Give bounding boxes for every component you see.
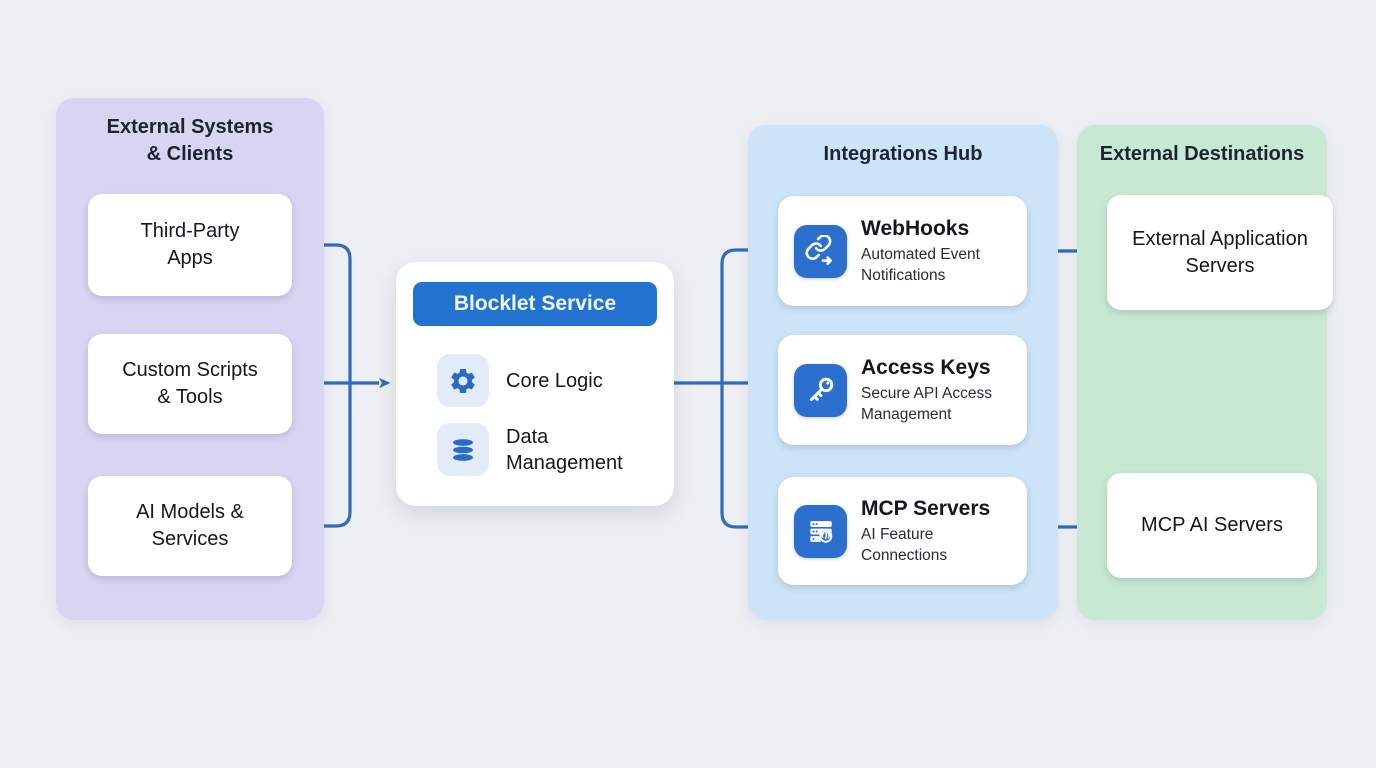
card-text: MCP Servers AI Feature Connections <box>861 496 1013 566</box>
feature-label: Core Logic <box>506 369 603 392</box>
node-ai-models-services: AI Models & Services <box>88 476 292 576</box>
database-icon <box>437 423 489 476</box>
panel-title-integrations-hub: Integrations Hub <box>823 143 983 165</box>
card-title: Access Keys <box>861 356 991 380</box>
node-third-party-apps: Third-Party Apps <box>88 194 292 296</box>
blocklet-service-header: Blocklet Service <box>413 282 657 326</box>
webhook-link-icon <box>794 224 847 278</box>
card-webhooks: WebHooks Automated Event Notifications <box>778 196 1027 306</box>
card-subtitle: AI Feature Connections <box>861 526 948 564</box>
blocklet-service-card: Blocklet Service Core Logic Data Managem… <box>396 262 674 506</box>
node-label: External Application Servers <box>1132 227 1308 277</box>
node-label: MCP AI Servers <box>1141 514 1283 536</box>
card-text: WebHooks Automated Event Notifications <box>861 216 1013 286</box>
gear-icon <box>437 354 489 407</box>
node-label: Third-Party Apps <box>140 220 240 269</box>
panel-external-destinations: External Destinations External Applicati… <box>1077 125 1333 620</box>
node-custom-scripts-tools: Custom Scripts & Tools <box>88 334 292 434</box>
panel-title-external-destinations: External Destinations <box>1099 143 1305 165</box>
server-ai-icon <box>794 504 847 558</box>
card-access-keys: Access Keys Secure API Access Management <box>778 335 1027 445</box>
node-external-application-servers: External Application Servers <box>1107 195 1333 310</box>
panel-integrations-hub: Integrations Hub WebHooks Automated Even… <box>748 125 1058 620</box>
panel-external-systems: External Systems & Clients Third-Party A… <box>56 98 324 620</box>
key-icon <box>794 363 847 417</box>
node-label: Custom Scripts & Tools <box>122 359 258 408</box>
feature-data-management: Data Management <box>437 423 646 476</box>
card-mcp-servers: MCP Servers AI Feature Connections <box>778 477 1027 585</box>
feature-core-logic: Core Logic <box>437 354 603 407</box>
card-text: Access Keys Secure API Access Management <box>861 355 1013 425</box>
card-title: WebHooks <box>861 217 970 241</box>
card-subtitle: Secure API Access Management <box>861 385 992 423</box>
card-title: MCP Servers <box>861 497 991 521</box>
feature-label: Data Management <box>506 425 623 474</box>
card-subtitle: Automated Event Notifications <box>861 246 980 284</box>
node-mcp-ai-servers: MCP AI Servers <box>1107 473 1317 578</box>
panel-title-external-systems: External Systems & Clients <box>106 116 274 165</box>
node-label: AI Models & Services <box>136 501 244 550</box>
